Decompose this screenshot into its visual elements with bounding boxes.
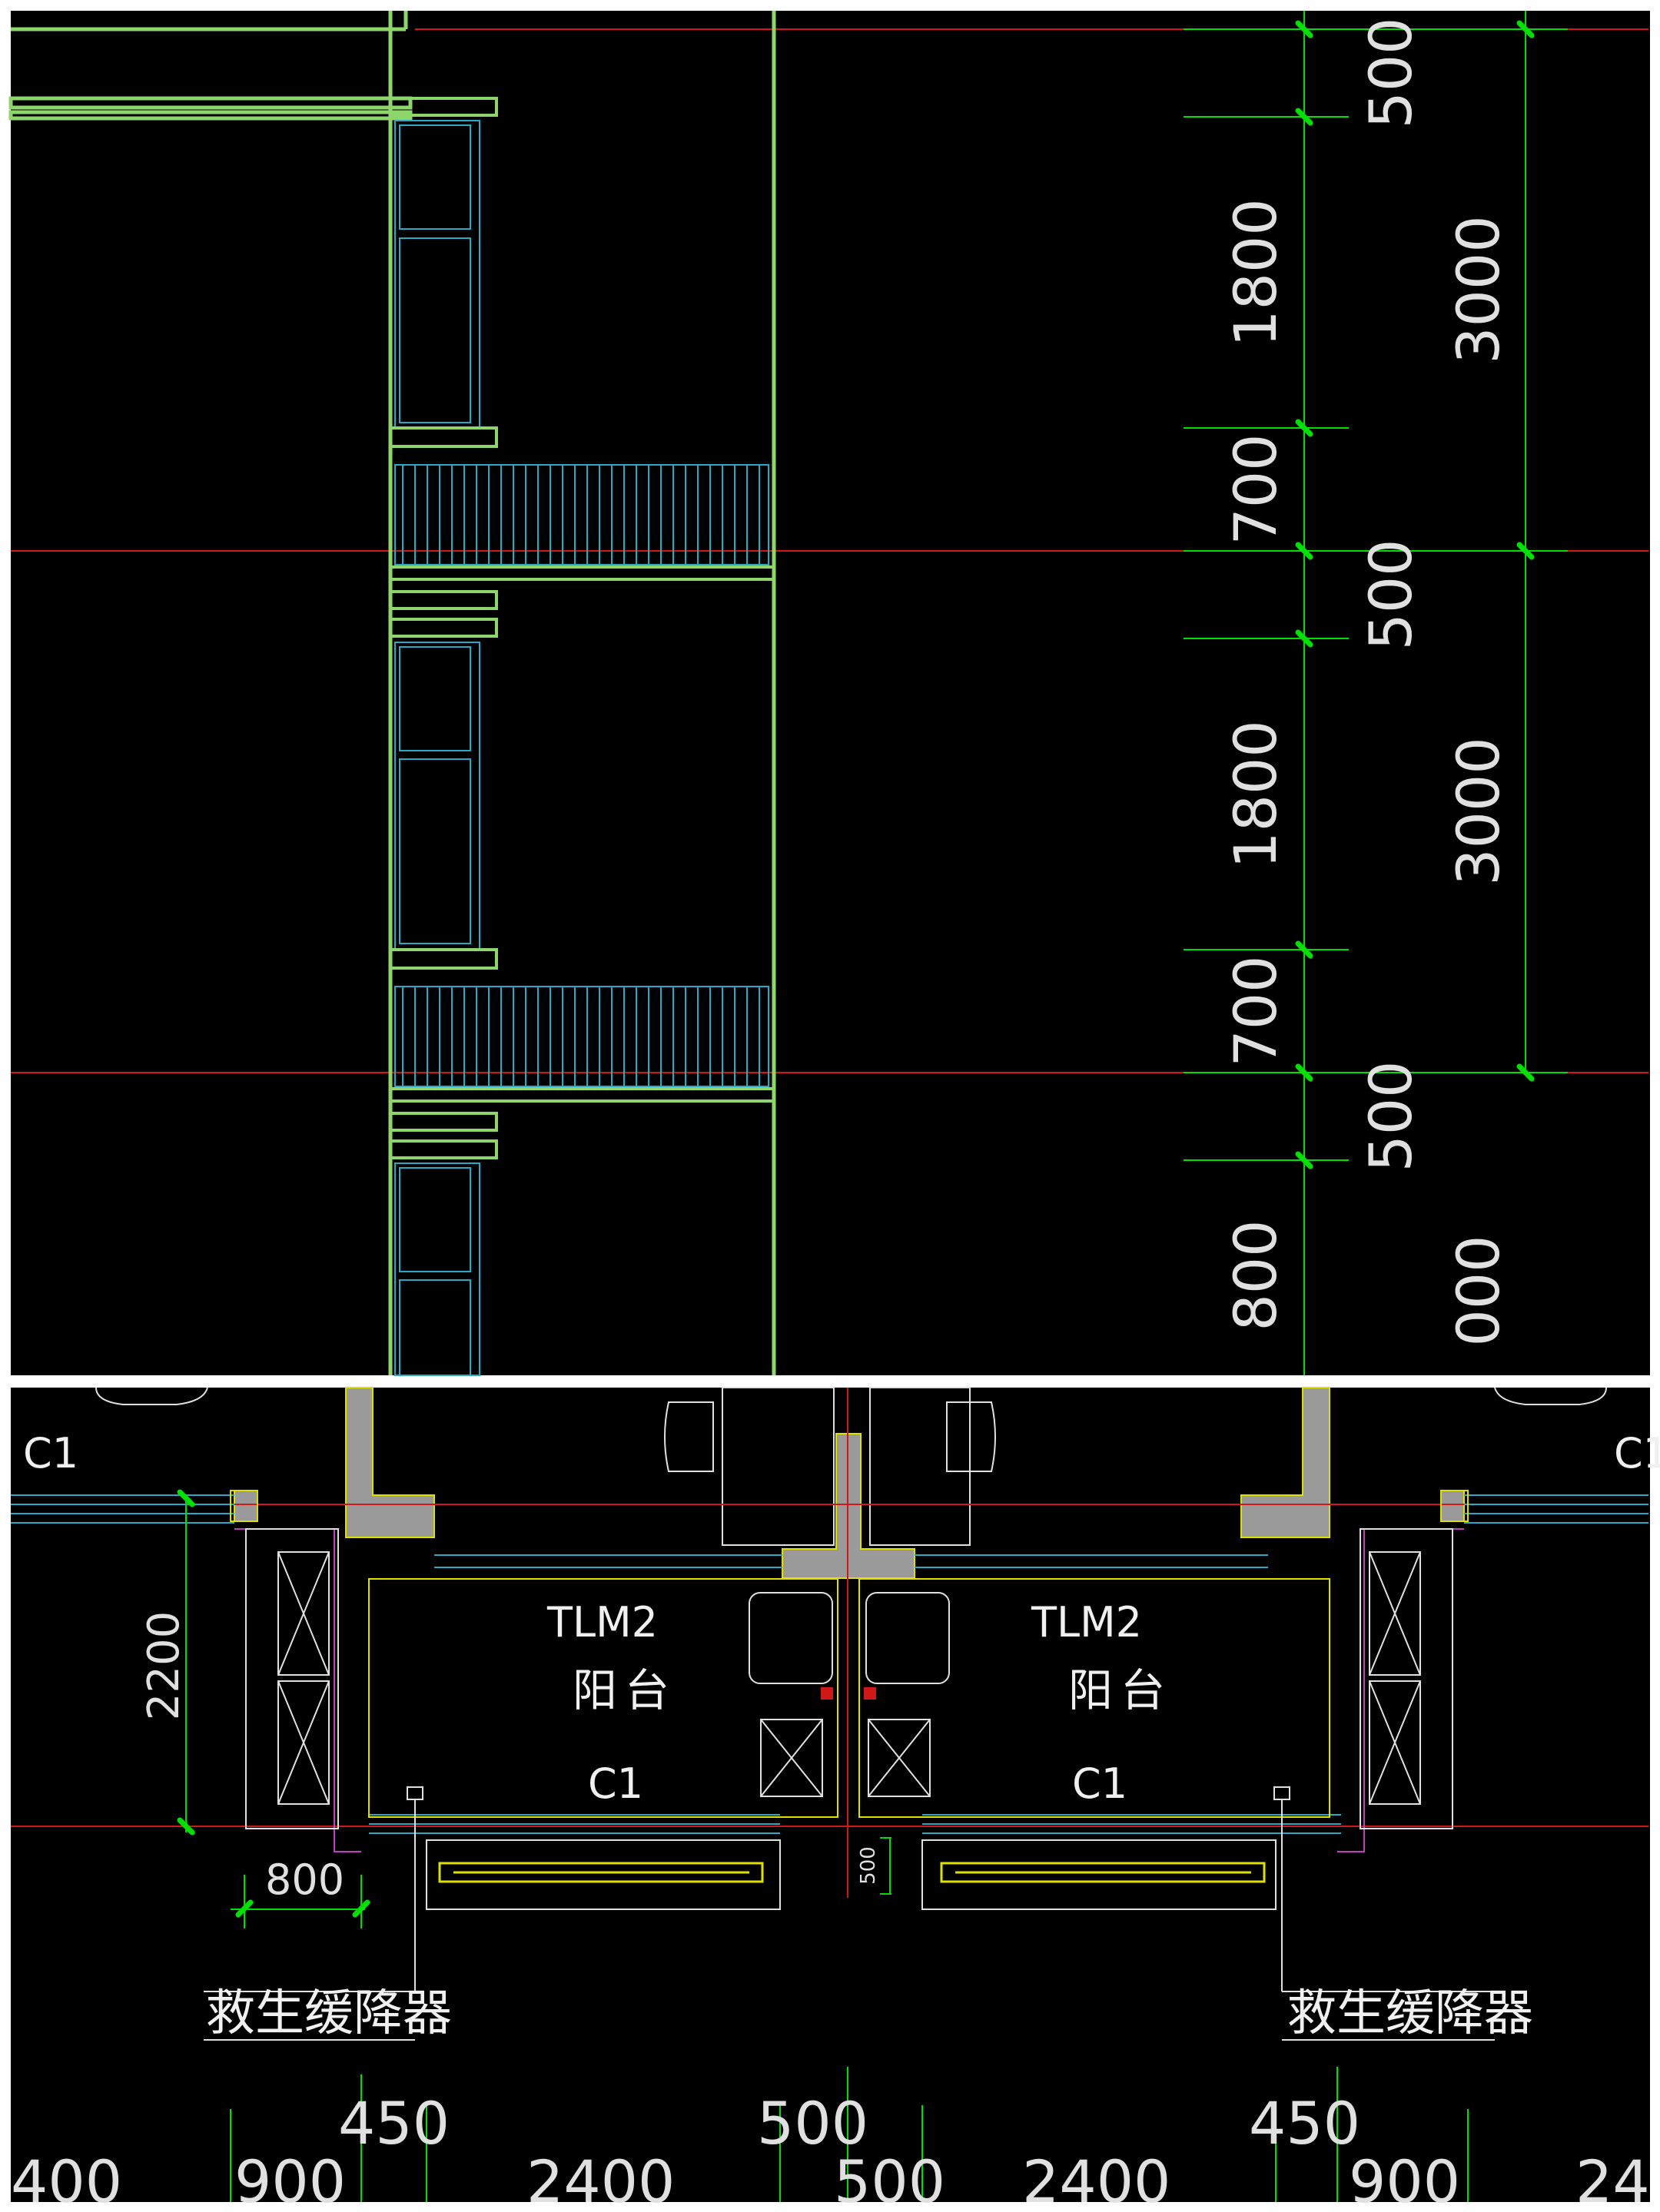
elevation-dimension-lines xyxy=(1184,11,1568,1375)
elevation-background xyxy=(11,11,1650,1375)
plan-sliding-rails xyxy=(438,1862,1266,1883)
dim-500-c: 500 xyxy=(1356,1060,1425,1172)
floor-2 xyxy=(389,590,775,1103)
dim-1800-a: 1800 xyxy=(1221,198,1290,347)
elevation-dimension-labels: 500 1800 700 500 1800 700 500 800 3000 3… xyxy=(1221,17,1512,1346)
dim-500-top: 500 xyxy=(1356,17,1425,128)
dim-700-a: 700 xyxy=(1221,433,1290,545)
dim-2200: 2200 xyxy=(139,1611,189,1721)
dim-700-b: 700 xyxy=(1221,955,1290,1066)
dim-500-lower: 500 xyxy=(834,2147,945,2212)
railing-1 xyxy=(402,465,760,565)
elevation-panel: 500 1800 700 500 1800 700 500 800 3000 3… xyxy=(8,11,1650,1376)
plan-window-lines xyxy=(11,1494,1648,1834)
plan-central-fixtures xyxy=(749,1592,950,1797)
dim-2400-right: 2400 xyxy=(1022,2147,1170,2212)
dim-500-upper: 500 xyxy=(757,2089,868,2157)
dim-800-partial: 800 xyxy=(1221,1219,1290,1331)
floor-3 xyxy=(389,1112,498,1376)
door-label-left: TLM2 xyxy=(546,1598,658,1647)
plan-dimension-ticks xyxy=(177,1489,370,1918)
plan-panel: C1 C1 TLM2 TLM2 阳台 阳台 C1 C1 2200 800 500… xyxy=(11,1387,1660,2212)
room-label-left: 阳台 xyxy=(573,1664,677,1716)
callout-descent-device-left: 救生缓降器 xyxy=(206,1985,452,2042)
window-label-left: C1 xyxy=(23,1429,78,1477)
plan-balcony-outlines xyxy=(230,1490,1469,1818)
callout-descent-device-right: 救生缓降器 xyxy=(1287,1985,1533,2042)
plan-bottom-dimensions: 450 500 450 400 900 2400 500 2400 900 24 xyxy=(11,2089,1650,2212)
window-label-right: C1 xyxy=(1614,1429,1660,1477)
plan-axis-lines xyxy=(11,1388,1648,1898)
dim-24-partial: 24 xyxy=(1575,2147,1650,2212)
dim-450-right: 450 xyxy=(1249,2089,1360,2157)
dim-2400-left: 2400 xyxy=(526,2147,675,2212)
dim-3000-a: 3000 xyxy=(1444,215,1512,363)
dim-500-small: 500 xyxy=(857,1846,880,1885)
plan-side-cabinets xyxy=(245,1528,1453,1829)
plan-labels: C1 C1 TLM2 TLM2 阳台 阳台 C1 C1 2200 800 500… xyxy=(23,1429,1660,2042)
dim-900-left: 900 xyxy=(234,2147,346,2212)
room-label-right: 阳台 xyxy=(1068,1664,1173,1716)
plan-dimension-lines xyxy=(185,1498,1469,2202)
floor-1 xyxy=(389,97,775,581)
dim-3000-b: 3000 xyxy=(1444,737,1512,885)
window-inner-label-left: C1 xyxy=(588,1759,643,1808)
window-inner-label-right: C1 xyxy=(1072,1759,1127,1808)
plan-top-fixtures xyxy=(95,1387,1607,1546)
dim-500-b: 500 xyxy=(1356,539,1425,650)
elevation-dimension-ticks xyxy=(1295,20,1535,1169)
plan-background xyxy=(11,1388,1650,2202)
dim-450-left: 450 xyxy=(338,2089,450,2157)
railing-2 xyxy=(402,987,760,1086)
plan-planters xyxy=(204,1799,1495,1992)
plan-red-markers xyxy=(821,1687,876,1700)
dim-400: 400 xyxy=(11,2147,122,2212)
dim-000-partial: 000 xyxy=(1444,1235,1512,1346)
dim-900-right: 900 xyxy=(1349,2147,1460,2212)
dim-800: 800 xyxy=(265,1855,344,1904)
door-label-right: TLM2 xyxy=(1031,1598,1142,1647)
dim-1800-b: 1800 xyxy=(1221,720,1290,868)
